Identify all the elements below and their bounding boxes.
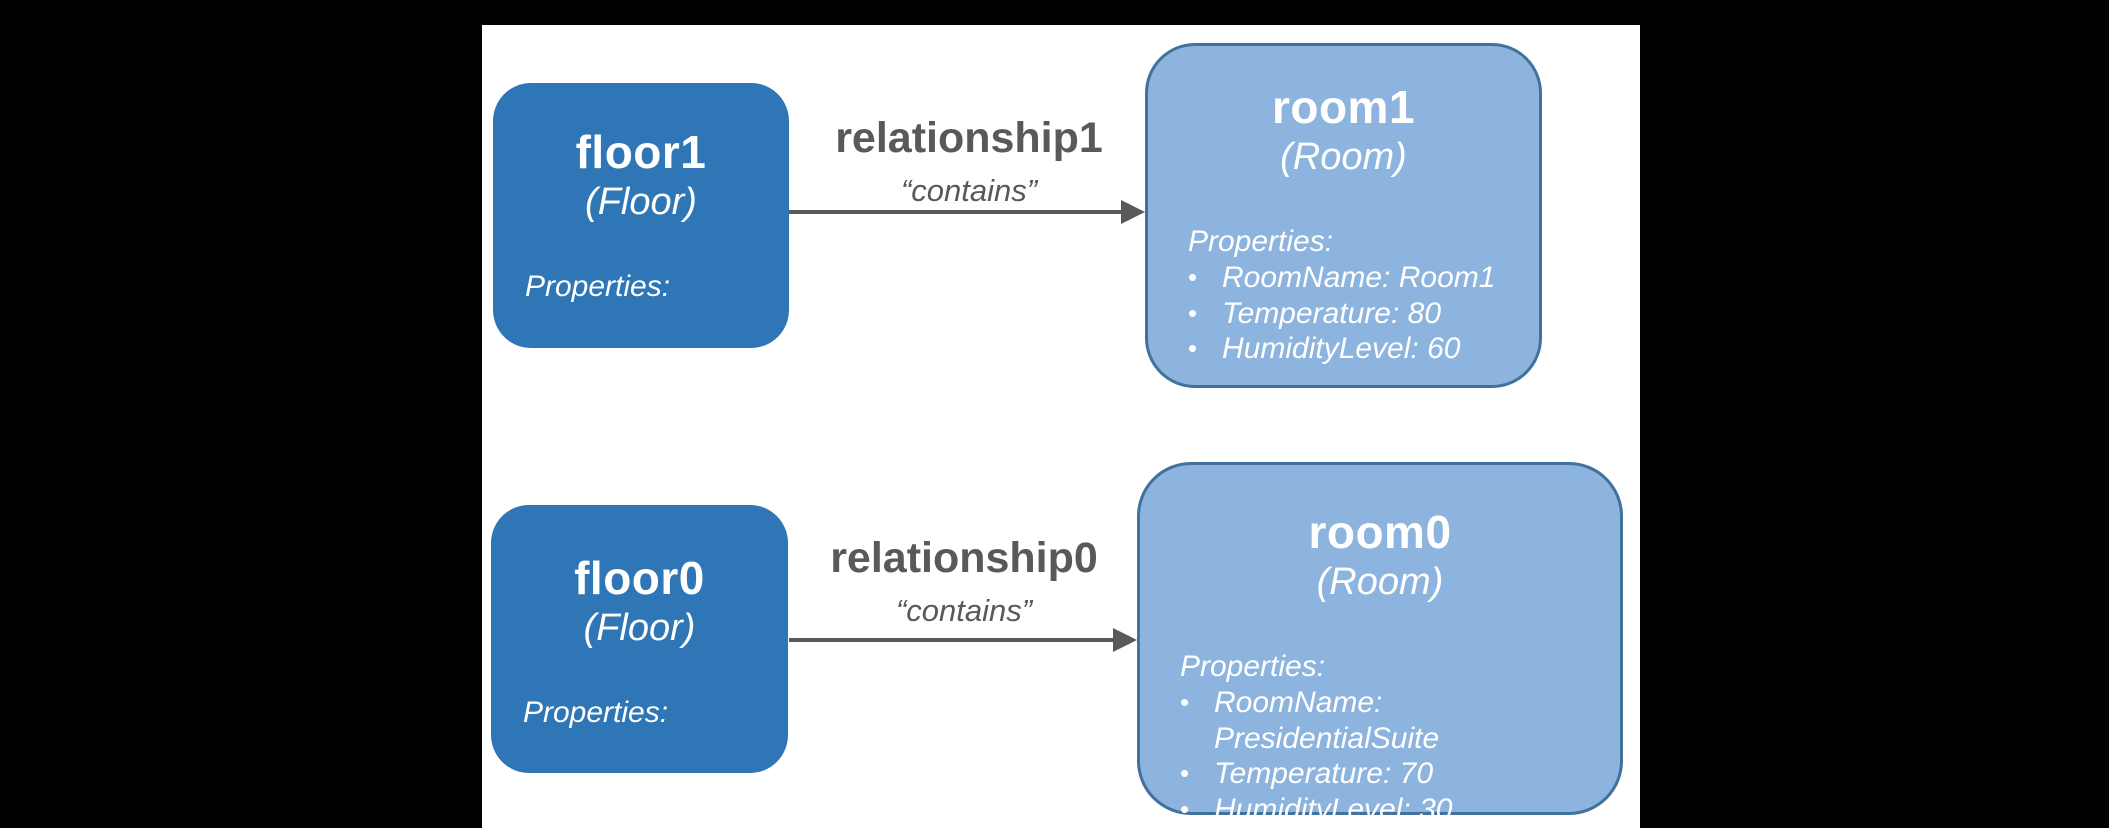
property-item: •RoomName: PresidentialSuite [1180,686,1440,755]
relationship-name: relationship0 [830,534,1098,582]
relationship-name: relationship1 [835,114,1103,162]
property-item: •HumidityLevel: 60 [1188,332,1461,365]
bullet-icon: • [1180,687,1190,717]
bullet-icon: • [1180,793,1190,824]
relationship-arrowhead-icon [1113,628,1137,652]
relationship-tag: “contains” [895,593,1033,628]
floor-node-floor1: floor1 (Floor) Properties: [493,83,789,348]
node-type: (Room) [1316,561,1444,603]
node-title: room0 [1308,506,1452,558]
relationship-arrowhead-icon [1121,200,1145,224]
bullet-icon: • [1188,333,1198,363]
property-item: •Temperature: 70 [1180,757,1434,790]
relationship-arrow-line [789,210,1125,214]
room-node-room1: room1 (Room) Properties: •RoomName: Room… [1145,43,1542,388]
diagram-canvas: floor1 (Floor) Properties: relationship1… [482,25,1640,828]
node-type: (Floor) [585,181,697,223]
properties-label: Properties: [1180,650,1326,683]
room-node-room0: room0 (Room) Properties: •RoomName: Pres… [1137,462,1623,826]
property-item: •Temperature: 80 [1188,296,1442,330]
node-title: floor1 [575,126,707,178]
relationship-label-relationship1: relationship1 “contains” [791,112,1147,210]
bullet-icon: • [1180,758,1190,788]
bullet-icon: • [1188,262,1198,292]
properties-label: Properties: [525,270,671,303]
properties-label: Properties: [1188,225,1334,258]
bullet-icon: • [1188,297,1198,328]
node-title: room1 [1271,81,1416,133]
floor-node-floor0: floor0 (Floor) Properties: [491,505,788,773]
relationship-tag: “contains” [900,173,1038,208]
properties-label: Properties: [523,696,669,729]
node-type: (Floor) [583,607,696,649]
node-type: (Room) [1280,136,1407,178]
property-item: •HumidityLevel: 30 [1180,792,1453,826]
relationship-label-relationship0: relationship0 “contains” [791,532,1137,630]
property-list: •RoomName: PresidentialSuite •Temperatur… [1180,685,1606,827]
property-list: •RoomName: Room1 •Temperature: 80 •Humid… [1188,260,1525,367]
property-item: •RoomName: Room1 [1188,261,1496,294]
node-title: floor0 [574,552,705,604]
relationship-arrow-line [789,638,1115,642]
